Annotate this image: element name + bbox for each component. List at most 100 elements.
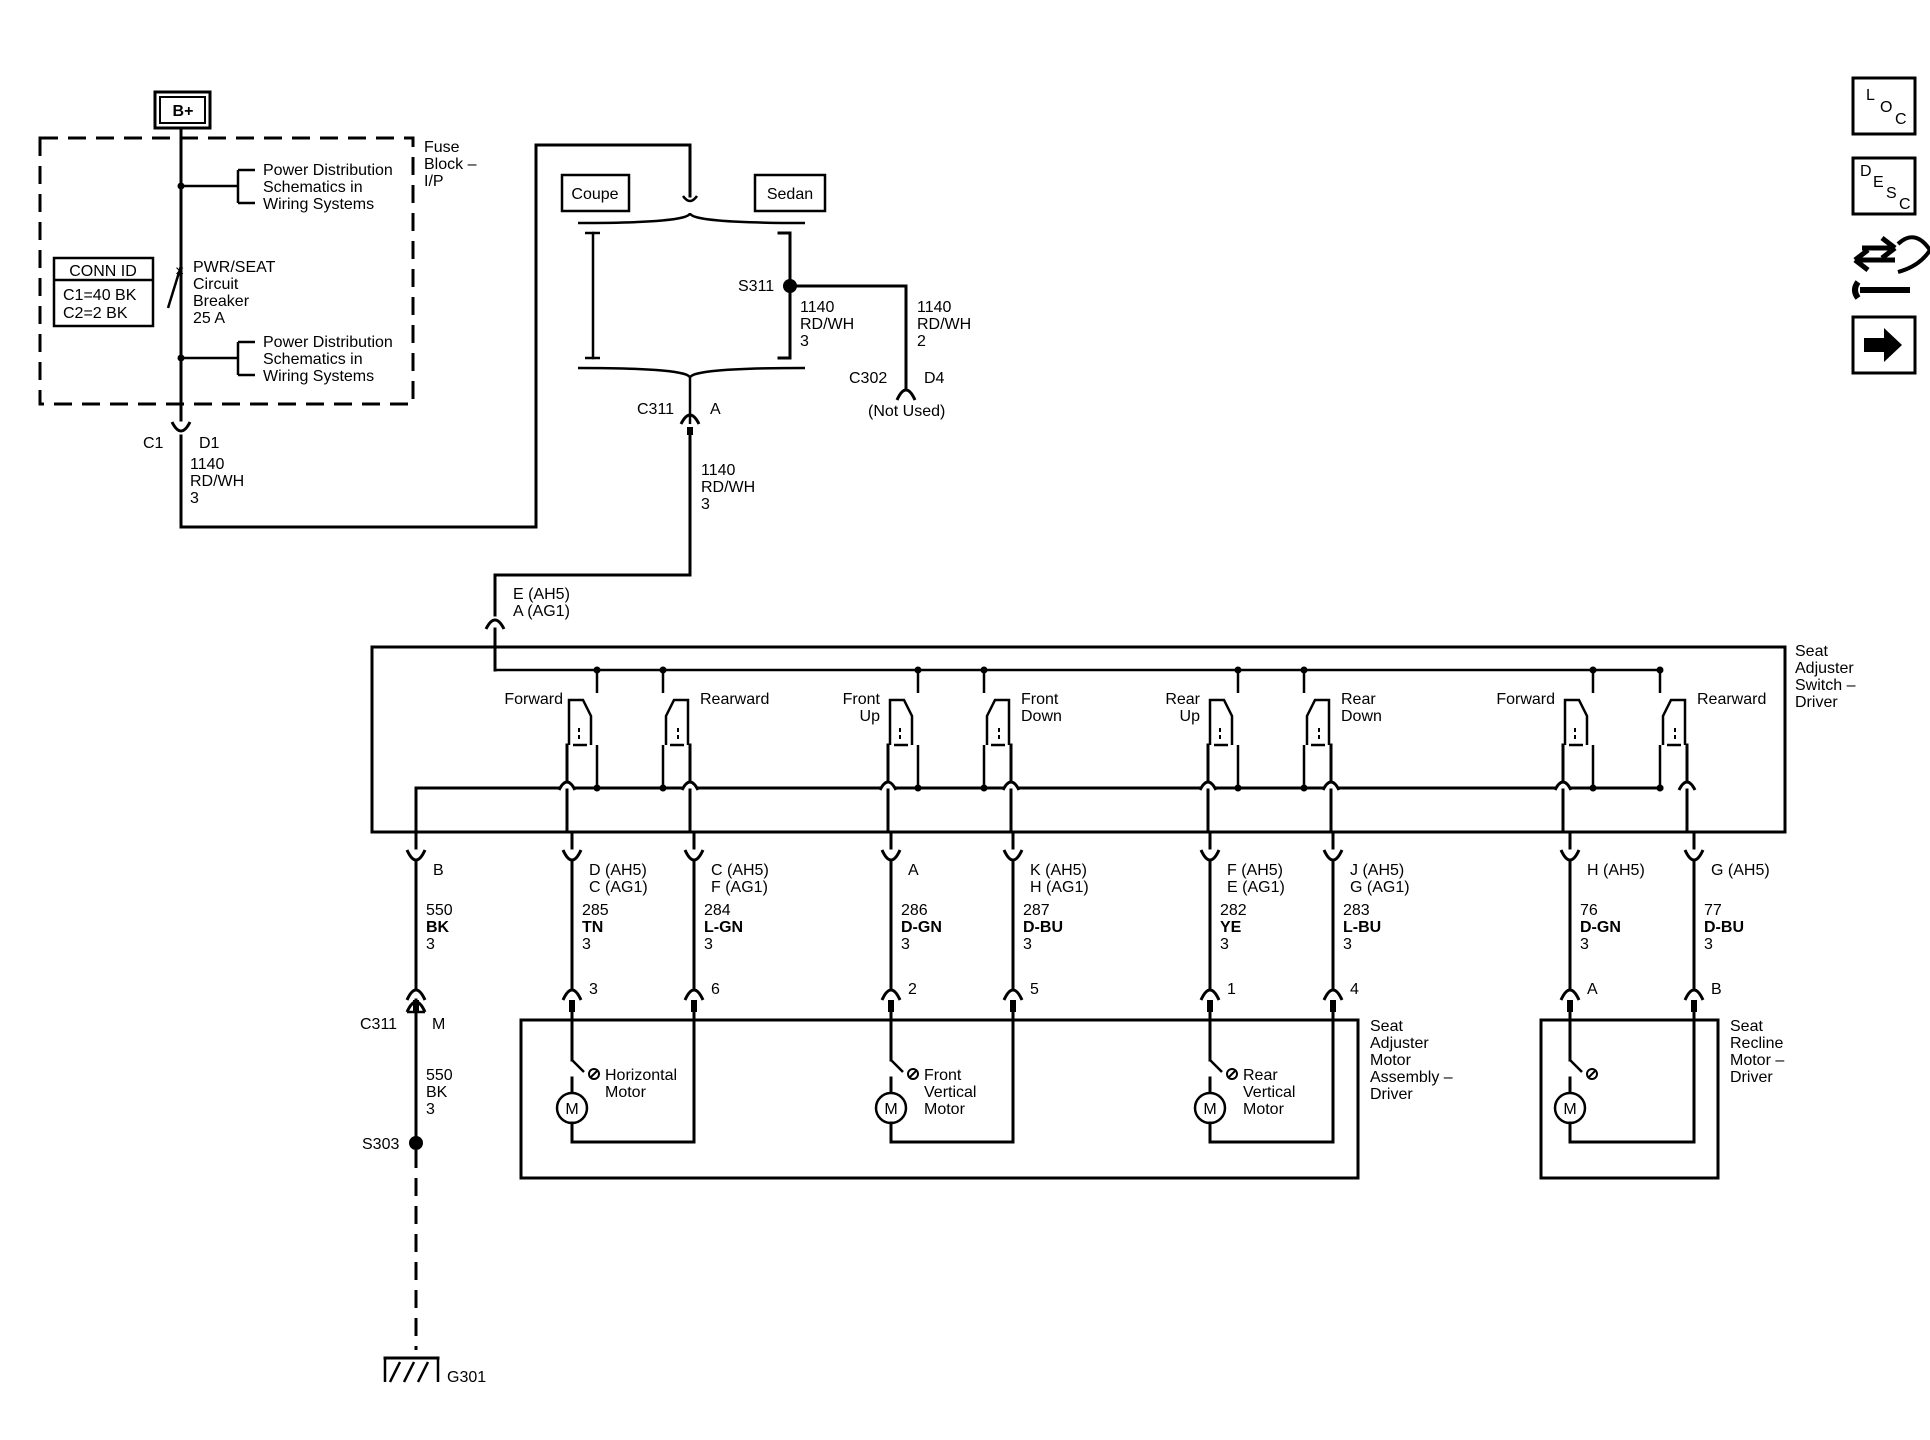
power-distribution-ref-bottom[interactable]: Power Distribution Schematics in Wiring … — [263, 334, 393, 385]
connector-icon — [1002, 988, 1024, 1001]
circuit-breaker-label: PWR/SEAT Circuit Breaker 25 A — [193, 259, 276, 327]
wire-label: 283 — [1343, 902, 1370, 919]
svg-text:1140: 1140 — [800, 299, 835, 316]
connector-icon — [405, 988, 427, 1001]
svg-text:3: 3 — [701, 496, 710, 513]
pin-label: H (AH5) — [1587, 862, 1645, 879]
wire-label: 286 — [901, 902, 928, 919]
seat-adjuster-switch-label: Seat Adjuster Switch – Driver — [1795, 643, 1856, 711]
wire-label: BK — [426, 919, 450, 936]
wire-label: D-GN — [901, 919, 942, 936]
wire-1140-b: 1140 RD/WH 3 — [800, 299, 854, 350]
desc-icon[interactable]: D E S C — [1851, 156, 1917, 216]
c311-top-pin: A — [710, 401, 721, 418]
svg-text:C: C — [1899, 196, 1911, 213]
svg-text:Seat: Seat — [1795, 643, 1828, 660]
pin-label: J (AH5) — [1350, 862, 1404, 879]
motor-pin-label: A — [1587, 981, 1598, 998]
svg-text:Fuse: Fuse — [424, 139, 460, 156]
svg-text:I/P: I/P — [424, 173, 444, 190]
svg-text:A (AG1): A (AG1) — [513, 603, 570, 620]
motor-pin-label: 4 — [1350, 981, 1359, 998]
coupe-box[interactable] — [560, 173, 631, 213]
svg-text:E: E — [1873, 174, 1884, 191]
svg-text:Adjuster: Adjuster — [1795, 660, 1854, 677]
switch-label-left: Forward — [504, 691, 563, 708]
motor-label: Vertical — [924, 1084, 976, 1101]
svg-text:3: 3 — [426, 1101, 435, 1118]
wire-label: D-BU — [1023, 919, 1063, 936]
wire-550-b: 550 BK 3 — [426, 1067, 453, 1118]
c302-label: C302 — [849, 370, 887, 387]
c1-connector-icon — [170, 421, 192, 433]
conn-id-table: CONN ID C1=40 BK C2=2 BK — [52, 256, 155, 328]
g301-label: G301 — [447, 1369, 486, 1386]
pin-label: F (AG1) — [711, 879, 768, 896]
s303-label: S303 — [362, 1136, 399, 1153]
pin-label: G (AH5) — [1711, 862, 1770, 879]
power-distribution-ref-top[interactable]: Power Distribution Schematics in Wiring … — [263, 162, 393, 213]
wire-label: 3 — [1580, 936, 1589, 953]
sedan-label: Sedan — [767, 186, 813, 203]
svg-text:Schematics in: Schematics in — [263, 351, 363, 368]
variant-bracket-top — [577, 212, 806, 225]
svg-text:Driver: Driver — [1370, 1086, 1413, 1103]
c302-pin: D4 — [924, 370, 945, 387]
pin-label: B — [433, 862, 444, 879]
svg-text:Wiring Systems: Wiring Systems — [263, 368, 374, 385]
svg-text:Circuit: Circuit — [193, 276, 239, 293]
loc-icon[interactable]: L O C — [1851, 76, 1917, 136]
svg-text:D: D — [1860, 163, 1872, 180]
wire-label: D-BU — [1704, 919, 1744, 936]
switch-label-left: Rear — [1165, 691, 1200, 708]
c311-bottom-pin: M — [432, 1016, 445, 1033]
svg-text:Seat: Seat — [1730, 1018, 1763, 1035]
motor-label: Rear — [1243, 1067, 1278, 1084]
switch-input-pins: E (AH5) A (AG1) — [513, 586, 570, 620]
pin-label: H (AG1) — [1030, 879, 1089, 896]
connector-icon — [1199, 988, 1221, 1001]
wire-label: 3 — [1220, 936, 1229, 953]
svg-text:CONN ID: CONN ID — [69, 263, 137, 280]
repair-icon[interactable] — [1852, 235, 1930, 300]
wire-label: 3 — [1704, 936, 1713, 953]
svg-text:Motor: Motor — [1370, 1052, 1412, 1069]
svg-text:3: 3 — [190, 490, 199, 507]
motor-label: Motor — [924, 1101, 966, 1118]
motor-label: Horizontal — [605, 1067, 677, 1084]
battery-label: B+ — [173, 103, 194, 120]
sedan-box[interactable] — [753, 173, 827, 213]
svg-text:Seat: Seat — [1370, 1018, 1403, 1035]
motor-symbol: M — [884, 1101, 897, 1118]
wire-label: 287 — [1023, 902, 1050, 919]
recline-motor-label: Seat Recline Motor – Driver — [1730, 1018, 1784, 1086]
svg-text:Driver: Driver — [1730, 1069, 1773, 1086]
switch-label-left: Up — [1180, 708, 1201, 725]
wire-label: 284 — [704, 902, 731, 919]
switch-label-right: Front — [1021, 691, 1059, 708]
svg-text:Motor –: Motor – — [1730, 1052, 1784, 1069]
wire-label: 77 — [1704, 902, 1722, 919]
motor-label: Motor — [605, 1084, 647, 1101]
wire-label: 282 — [1220, 902, 1247, 919]
svg-text:O: O — [1880, 99, 1892, 116]
svg-text:1140: 1140 — [190, 456, 225, 473]
next-arrow-icon[interactable] — [1851, 315, 1917, 375]
svg-text:Block –: Block – — [424, 156, 477, 173]
connector-icon — [1322, 988, 1344, 1001]
seat-adjuster-switch-box — [370, 645, 1787, 834]
svg-text:Power Distribution: Power Distribution — [263, 334, 393, 351]
svg-text:1140: 1140 — [917, 299, 952, 316]
svg-text:L: L — [1866, 87, 1875, 104]
svg-text:550: 550 — [426, 1067, 453, 1084]
